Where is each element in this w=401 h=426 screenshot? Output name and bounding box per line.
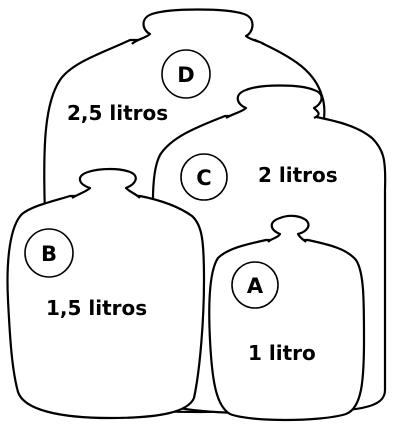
volume-label-a: 1 litro [248,341,316,365]
badge-b-circle [24,228,74,278]
badge-b-letter: B [41,242,57,266]
badge-a-circle [231,261,279,309]
volume-label-b: 1,5 litros [46,296,147,320]
volume-label-d: 2,5 litros [67,101,168,125]
volume-label-c: 2 litros [258,163,338,187]
jug-b-cap [71,167,141,199]
badge-d-circle [161,49,211,99]
jug-a-body [208,238,366,422]
badge-c: C [180,153,228,201]
jug-d-cap [131,8,265,45]
jug-a-cap [267,214,310,243]
jug-c-cap [225,84,323,119]
badge-d: D [161,49,211,99]
badge-c-letter: C [196,166,211,190]
badge-d-letter: D [177,63,194,87]
badge-a-letter: A [247,274,264,298]
jug-b [6,167,206,420]
badge-b: B [24,228,74,278]
badge-c-circle [180,153,228,201]
badge-a: A [231,261,279,309]
